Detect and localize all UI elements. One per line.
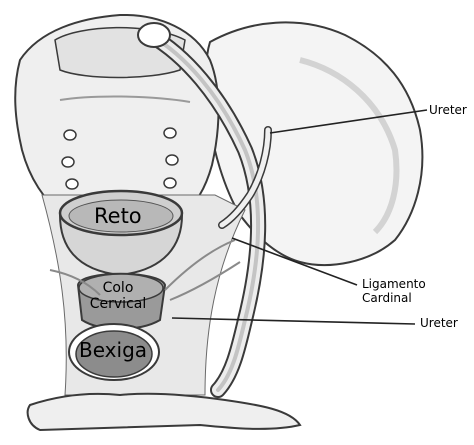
pubic-bone	[28, 394, 300, 430]
vessel-opening	[138, 23, 170, 47]
rectum-label: Reto	[94, 206, 142, 227]
ureter-bottom-label: Ureter	[420, 316, 458, 330]
ureter-top-label: Ureter	[429, 103, 467, 117]
bladder-label: Bexiga	[79, 340, 147, 360]
cervix-label: Colo Cervical	[88, 280, 148, 312]
cardinal-ligament-label: Ligamento Cardinal	[362, 277, 442, 305]
